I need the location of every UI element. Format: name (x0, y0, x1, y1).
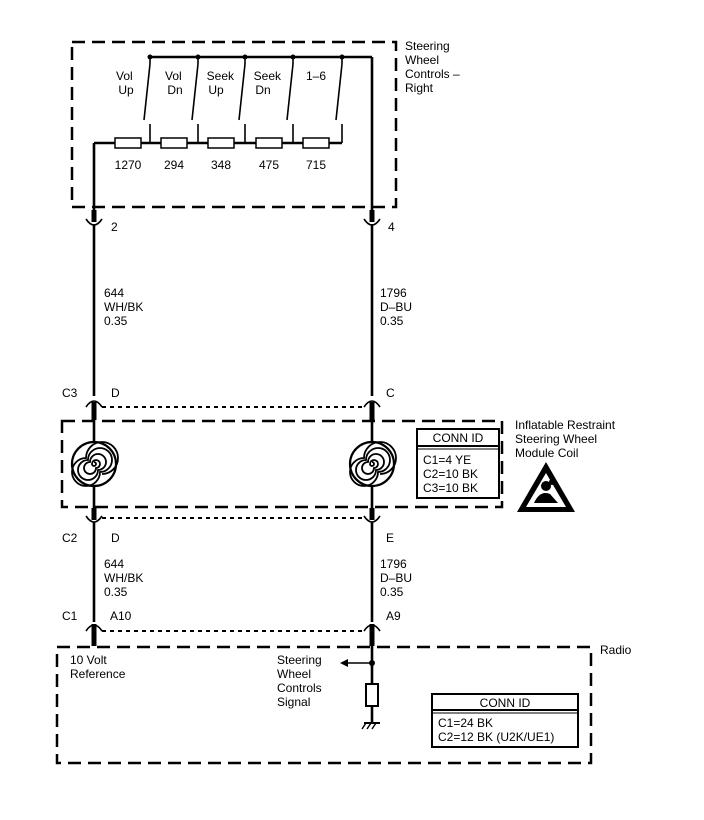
radio-conn-id-box (431, 693, 579, 748)
swc-module-boundary (70, 40, 398, 209)
coil-module-title: Inflatable Restraint Steering Wheel Modu… (515, 418, 618, 460)
clockspring-coil-right (348, 440, 397, 488)
pin-label-c2-e: E (386, 531, 394, 545)
switch-label-1-6: 1–6 (306, 69, 326, 83)
resistor-value-3: 348 (211, 158, 231, 172)
radio-conn-id-list: C1=24 BK C2=12 BK (U2K/UE1) (438, 716, 554, 744)
switch-seek-dn (286, 54, 296, 143)
switch-label-seek-dn: Seek Dn (254, 69, 285, 97)
connector-pin-4 (363, 210, 381, 226)
ground-icon (361, 722, 380, 730)
wire-label-644-upper: 644 WH/BK 0.35 (104, 286, 147, 328)
coil-conn-id-list: C1=4 YE C2=10 BK C3=10 BK (423, 453, 481, 495)
pin-label-a9: A9 (386, 609, 401, 623)
pin-label-4: 4 (388, 220, 395, 234)
connector-label-c3: C3 (62, 386, 78, 400)
resistor-475 (255, 137, 283, 149)
reference-label: 10 Volt Reference (70, 653, 126, 681)
clockspring-coil-left (70, 440, 119, 488)
wire-label-644-lower: 644 WH/BK 0.35 (104, 557, 147, 599)
signal-label: Steering Wheel Controls Signal (277, 653, 325, 709)
wire-label-1796-upper: 1796 D–BU 0.35 (380, 286, 415, 328)
coil-module-boundary (60, 419, 504, 509)
resistor-348 (207, 137, 235, 149)
resistor-value-5: 715 (306, 158, 326, 172)
wire-label-1796-lower: 1796 D–BU 0.35 (380, 557, 415, 599)
signal-arrow-icon (340, 659, 348, 667)
pin-label-c3-c: C (386, 386, 395, 400)
connector-label-c1: C1 (62, 609, 78, 623)
resistor-value-4: 475 (259, 158, 279, 172)
switch-1-6 (335, 54, 345, 143)
connector-c3-pin-d (85, 400, 103, 420)
switch-vol-up (143, 54, 153, 143)
connector-pin-2 (85, 210, 103, 226)
swc-title: Steering Wheel Controls – Right (405, 39, 463, 95)
connector-label-c2: C2 (62, 531, 78, 545)
switch-label-vol-dn: Vol Dn (165, 69, 185, 97)
pin-label-2: 2 (111, 220, 118, 234)
radio-boundary (55, 645, 593, 765)
connector-c1-pin-a9 (363, 624, 381, 646)
resistor-715 (302, 137, 330, 149)
pin-label-c2-d: D (111, 531, 120, 545)
connector-c1-pin-a10 (85, 624, 103, 646)
airbag-warning-icon (517, 462, 575, 512)
connector-c2-pin-d (85, 508, 103, 523)
radio-conn-id-title: CONN ID (480, 696, 531, 710)
coil-conn-id-box (416, 428, 500, 499)
pin-label-c3-d: D (111, 386, 120, 400)
resistor-value-2: 294 (164, 158, 184, 172)
resistor-294 (160, 137, 188, 149)
radio-title: Radio (600, 643, 632, 657)
resistor-value-1: 1270 (115, 158, 142, 172)
pin-label-a10: A10 (110, 609, 132, 623)
switch-label-vol-up: Vol Up (116, 69, 136, 97)
pulldown-resistor (365, 683, 379, 707)
switch-seek-up (238, 54, 248, 143)
switch-label-seek-up: Seek Up (207, 69, 238, 97)
resistor-1270 (114, 137, 142, 149)
coil-conn-id-title: CONN ID (433, 431, 484, 445)
connector-c2-pin-e (363, 508, 381, 523)
switch-vol-dn (191, 54, 201, 143)
connector-c3-pin-c (363, 400, 381, 420)
